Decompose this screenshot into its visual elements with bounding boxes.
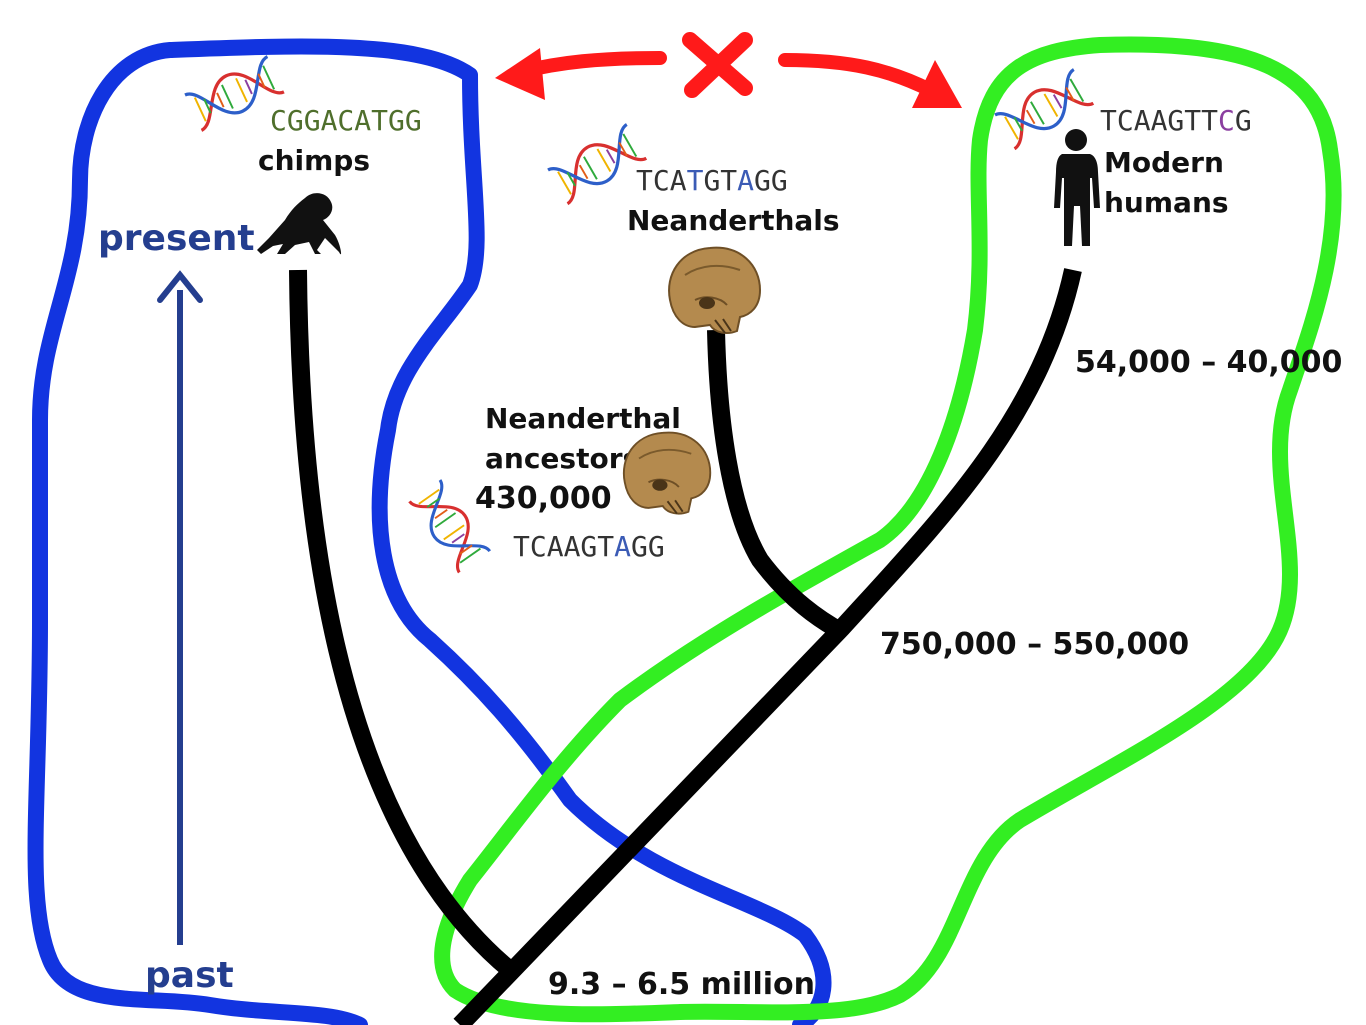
branch-chimps [289,269,516,977]
humans-label-line2: humans [1104,186,1229,219]
ancestors-label-line2: ancestors [485,442,639,475]
date-neanderthal-split: 750,000 – 550,000 [880,627,1189,662]
ancestor-skull-icon [622,431,712,515]
branch-neanderthals [707,329,847,640]
taxon-modern-humans: TCAAGTTCG Modern humans [993,67,1252,246]
neanderthal-skull-icon [668,246,761,334]
humans-label-line1: Modern [1104,146,1224,179]
human-silhouette-icon [1054,129,1100,246]
ancestors-sequence: TCAAGTAGG [513,530,665,563]
date-humans-range: 54,000 – 40,000 [1075,345,1342,380]
human-group-outline [434,36,1342,1023]
taxon-neanderthal-ancestors: Neanderthal ancestors 430,000 TCAAGTAGG [407,402,712,574]
axis-past-label: past [145,955,234,996]
ancestors-label-line1: Neanderthal [485,402,681,435]
ancestors-date: 430,000 [475,481,612,516]
time-axis: present past [98,218,255,996]
chimp-group-outline [27,38,832,1025]
axis-present-label: present [98,218,255,259]
taxon-chimps: CGGACATGG chimps [183,54,422,255]
taxon-neanderthals: TCATGTAGG Neanderthals [546,122,840,334]
chimp-silhouette-icon [257,193,342,255]
no-interbreeding-arrow [495,32,962,108]
neanderthals-label: Neanderthals [627,204,840,237]
neanderthals-sequence: TCATGTAGG [636,164,788,197]
date-chimp-split: 9.3 – 6.5 million [548,967,815,1002]
chimps-sequence: CGGACATGG [270,104,422,137]
chimps-label: chimps [258,144,370,177]
dna-icon [546,122,648,206]
branch-human-lineage [453,268,1082,1025]
humans-sequence: TCAAGTTCG [1100,104,1252,137]
phylogenetic-tree [289,268,1082,1025]
